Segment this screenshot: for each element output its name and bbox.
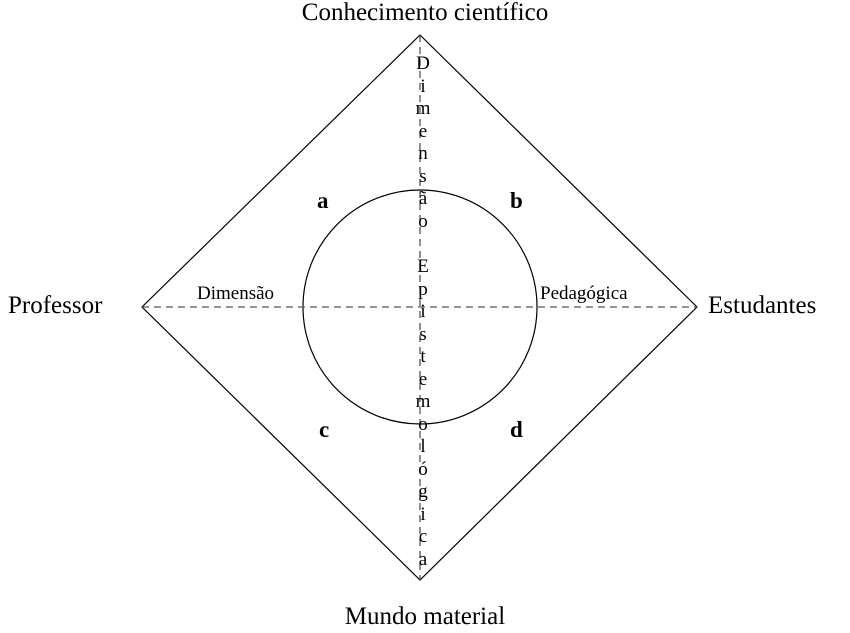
vertical-axis-letter: i bbox=[420, 503, 426, 525]
quadrant-label-b: b bbox=[510, 188, 523, 213]
vertical-axis-letter: m bbox=[415, 98, 431, 119]
vertical-axis-letter: t bbox=[420, 346, 426, 367]
vertical-axis-letter: ã bbox=[418, 188, 428, 209]
vertical-axis-letter: g bbox=[418, 481, 428, 502]
pole-label-left: Professor bbox=[8, 292, 103, 319]
quadrant-label-a: a bbox=[317, 188, 329, 213]
pole-label-bottom: Mundo material bbox=[344, 603, 506, 630]
vertical-axis-letter: c bbox=[418, 526, 428, 547]
vertical-axis-letter: p bbox=[418, 278, 428, 300]
vertical-axis-letter: i bbox=[420, 301, 426, 322]
vertical-axis-letter: e bbox=[418, 368, 428, 390]
vertical-axis-letter: m bbox=[415, 391, 431, 412]
quadrant-label-c: c bbox=[319, 417, 330, 442]
vertical-axis-letter: i bbox=[420, 75, 426, 97]
quadrant-label-d: d bbox=[510, 417, 523, 442]
vertical-axis-letter: l bbox=[420, 436, 426, 457]
vertical-axis-letter: o bbox=[418, 413, 428, 435]
horizontal-axis-label-right: Pedagógica bbox=[540, 283, 628, 304]
vertical-axis-letter: s bbox=[419, 165, 427, 187]
horizontal-axis-label-left: Dimensão bbox=[197, 283, 275, 304]
vertical-axis-letter: n bbox=[418, 143, 428, 164]
vertical-axis-letter: s bbox=[419, 323, 427, 345]
vertical-axis-letter: E bbox=[417, 256, 429, 277]
vertical-axis-letter: e bbox=[418, 120, 428, 142]
pole-label-top: Conhecimento científico bbox=[301, 0, 549, 26]
pole-label-right: Estudantes bbox=[708, 292, 817, 319]
vertical-axis-letter: o bbox=[418, 210, 428, 232]
vertical-axis-letter: D bbox=[416, 53, 430, 74]
vertical-axis-letter: ó bbox=[418, 458, 428, 480]
vertical-axis-letter: a bbox=[418, 548, 428, 570]
